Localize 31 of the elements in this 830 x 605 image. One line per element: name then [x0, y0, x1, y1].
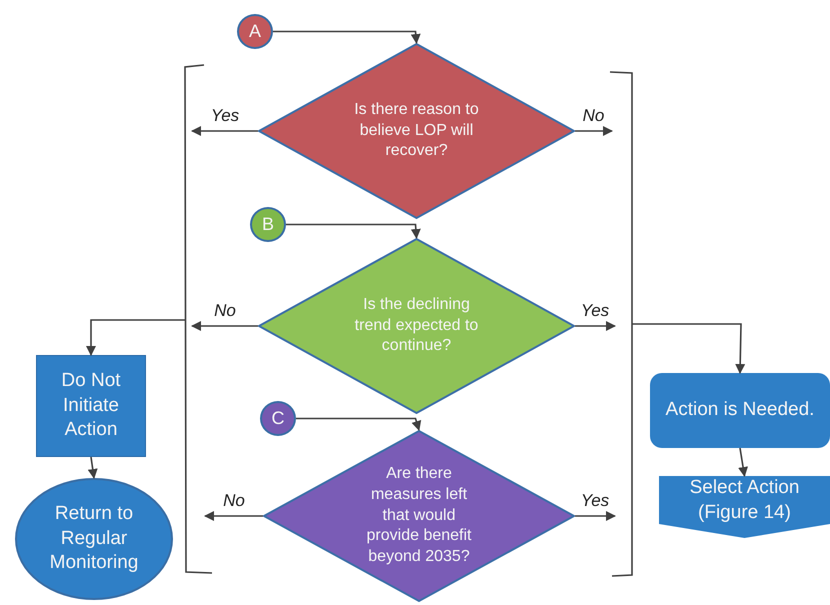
node-text: Do Not Initiate Action: [60, 368, 122, 442]
node-text: Is there reason to believe LOP will recover?: [353, 100, 480, 162]
process-box: [650, 373, 830, 448]
arrow: [296, 418, 422, 431]
arrow: [286, 224, 421, 239]
process-box: [36, 355, 146, 457]
arrow: [191, 321, 258, 331]
arrow: [738, 448, 748, 477]
arrow: [204, 511, 263, 521]
arrow: [575, 511, 616, 521]
arrow: [632, 323, 746, 374]
arrow: [575, 321, 616, 331]
connector-circle: [250, 207, 286, 242]
node-text: Action is Needed.: [664, 398, 816, 422]
node-text: Return to Regular Monitoring: [48, 502, 140, 576]
connector-circle: [260, 401, 296, 436]
node-text: Are there measures left that would provide benefit beyond 2035?: [366, 464, 472, 568]
connector-circle: [237, 14, 273, 49]
arrow: [575, 126, 613, 136]
node-text: C: [270, 406, 286, 430]
decision-diamond: [258, 43, 575, 219]
offpage-connector: [659, 476, 830, 538]
node-text: A: [248, 20, 262, 43]
arrow: [191, 126, 258, 136]
arrow: [273, 30, 421, 44]
node-text: B: [260, 212, 275, 236]
decision-diamond: [263, 430, 575, 602]
arrow: [88, 456, 98, 479]
arrow: [86, 319, 185, 356]
node-text: Is the declining trend expected to continue?: [354, 294, 480, 356]
node-text: Select Action (Figure 14): [688, 476, 800, 525]
